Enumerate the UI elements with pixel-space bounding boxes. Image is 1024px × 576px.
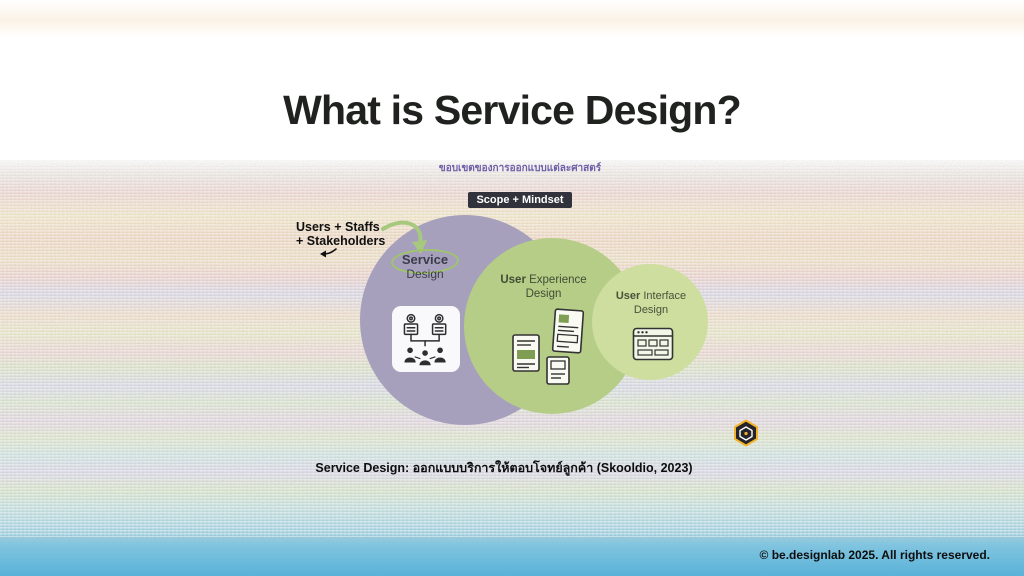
highlighted-label: Scope + Mindset	[468, 192, 572, 208]
ux-label-line2: Design	[525, 288, 562, 301]
org-network-icon	[403, 313, 447, 366]
service-system-icon	[392, 306, 460, 372]
browser-window-icon	[632, 327, 674, 361]
highlight-wrap: Scope + Mindset	[8, 190, 1024, 208]
circle-ui-design	[592, 264, 708, 380]
caption-text: ออกแบบบริการให้ตอบโจทย์ลูกค้า (Skooldio,…	[409, 461, 693, 475]
service-design-label: Service Design	[385, 252, 465, 281]
annotation-line2: + Stakeholders	[296, 234, 386, 249]
ui-design-label: User Interface Design	[603, 290, 699, 318]
service-label-line2: Design	[406, 267, 444, 281]
ux-design-label: User Experience Design	[486, 273, 601, 302]
purple-note-text: ขอบเขตของการออกแบบแต่ละศาสตร์	[438, 163, 602, 174]
copyright-text: © be.designlab 2025. All rights reserved…	[759, 548, 990, 562]
definition-caption: Service Design: ออกแบบบริการให้ตอบโจทย์ล…	[0, 458, 1016, 478]
annotation-line1: Users + Staffs	[296, 220, 380, 234]
be-designlab-logo	[734, 419, 758, 447]
ui-label-line2: Design	[633, 303, 669, 316]
wireframe-icons	[512, 308, 585, 385]
small-black-arrow-icon	[320, 248, 337, 258]
stakeholders-annotation: Users + Staffs + Stakeholders	[296, 220, 385, 249]
page-title: What is Service Design?	[283, 87, 742, 134]
service-label-line1: Service	[401, 252, 449, 267]
caption-prefix: Service Design:	[315, 461, 410, 475]
